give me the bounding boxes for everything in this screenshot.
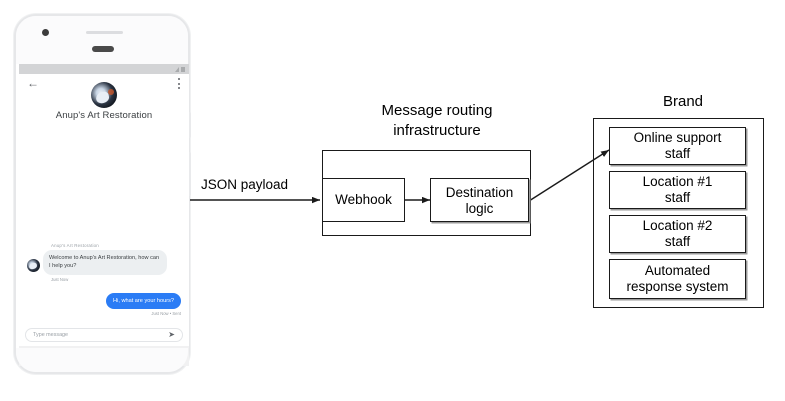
brand-item-label: Location #1 staff [610,174,745,206]
messaging-app-screen: ← Anup's Art Restoration Anup's Art Rest… [19,74,189,346]
signal-triangle-icon [175,66,179,72]
routing-title-line1: Message routing [381,102,493,119]
message-bubble-incoming: Welcome to Anup's Art Restoration, how c… [43,249,167,275]
business-avatar-icon [91,82,117,108]
webhook-box[interactable]: Webhook [322,178,405,222]
destination-logic-label: Destination logic [431,185,528,217]
message-incoming: Anup's Art Restoration Welcome to Anup's… [19,243,189,282]
brand-item-label: Automated response system [610,263,745,295]
phone-bottom-bezel [16,348,188,372]
brand-title: Brand [662,93,704,110]
back-arrow-icon[interactable]: ← [27,76,39,90]
app-bar: ← [19,74,189,92]
brand-item-1-line2: staff [664,190,691,205]
message-outgoing: Hi, what are your hours? Just Now • Sent [19,289,189,316]
brand-item-0-line1: Online support [633,130,722,145]
edge-label-json-payload: JSON payload [201,177,289,192]
brand-item-2-line1: Location #2 [642,218,713,233]
brand-item-automated-response-system[interactable]: Automated response system [609,259,746,299]
brand-item-label: Online support staff [610,130,745,162]
webhook-label: Webhook [335,192,392,207]
message-bubble-outgoing: Hi, what are your hours? [106,292,181,309]
proximity-sensor-icon [86,31,123,34]
status-icons [175,66,185,72]
destination-line1: Destination [445,185,514,200]
brand-item-0-line2: staff [664,146,691,161]
brand-item-online-support-staff[interactable]: Online support staff [609,127,746,165]
message-input-placeholder[interactable]: Type message [33,332,69,338]
business-name: Anup's Art Restoration [55,110,153,121]
brand-item-label: Location #2 staff [610,218,745,250]
destination-logic-box[interactable]: Destination logic [430,178,529,222]
brand-item-1-line1: Location #1 [642,174,713,189]
sender-avatar-icon [27,258,40,272]
routing-title-line2: infrastructure [393,122,481,139]
incoming-row: Welcome to Anup's Art Restoration, how c… [27,249,181,275]
brand-item-3-line2: response system [626,279,729,294]
avatar-accent [108,89,114,95]
message-status: Just Now • Sent [151,311,181,316]
conversation-thread: Anup's Art Restoration Welcome to Anup's… [19,243,189,316]
front-camera-icon [42,29,49,36]
send-icon[interactable]: ➤ [168,330,175,339]
overflow-menu-icon[interactable] [177,78,180,89]
destination-line2: logic [465,201,494,216]
brand-item-location-1-staff[interactable]: Location #1 staff [609,171,746,209]
brand-container [593,118,764,308]
earpiece-speaker-icon [92,46,114,52]
edge-destination-to-brand [528,149,610,202]
message-sender-label: Anup's Art Restoration [51,242,99,248]
brand-item-2-line2: staff [664,234,691,249]
phone-volume-button[interactable] [188,112,191,138]
brand-item-location-2-staff[interactable]: Location #2 staff [609,215,746,253]
message-timestamp: Just Now [51,276,69,282]
phone-mockup: ← Anup's Art Restoration Anup's Art Rest… [14,14,191,374]
brand-item-3-line1: Automated [644,263,711,278]
phone-status-bar [19,64,189,74]
phone-top-bezel [16,16,188,64]
battery-icon [181,66,185,72]
message-composer[interactable]: Type message ➤ [25,328,183,342]
phone-power-button[interactable] [188,152,191,196]
